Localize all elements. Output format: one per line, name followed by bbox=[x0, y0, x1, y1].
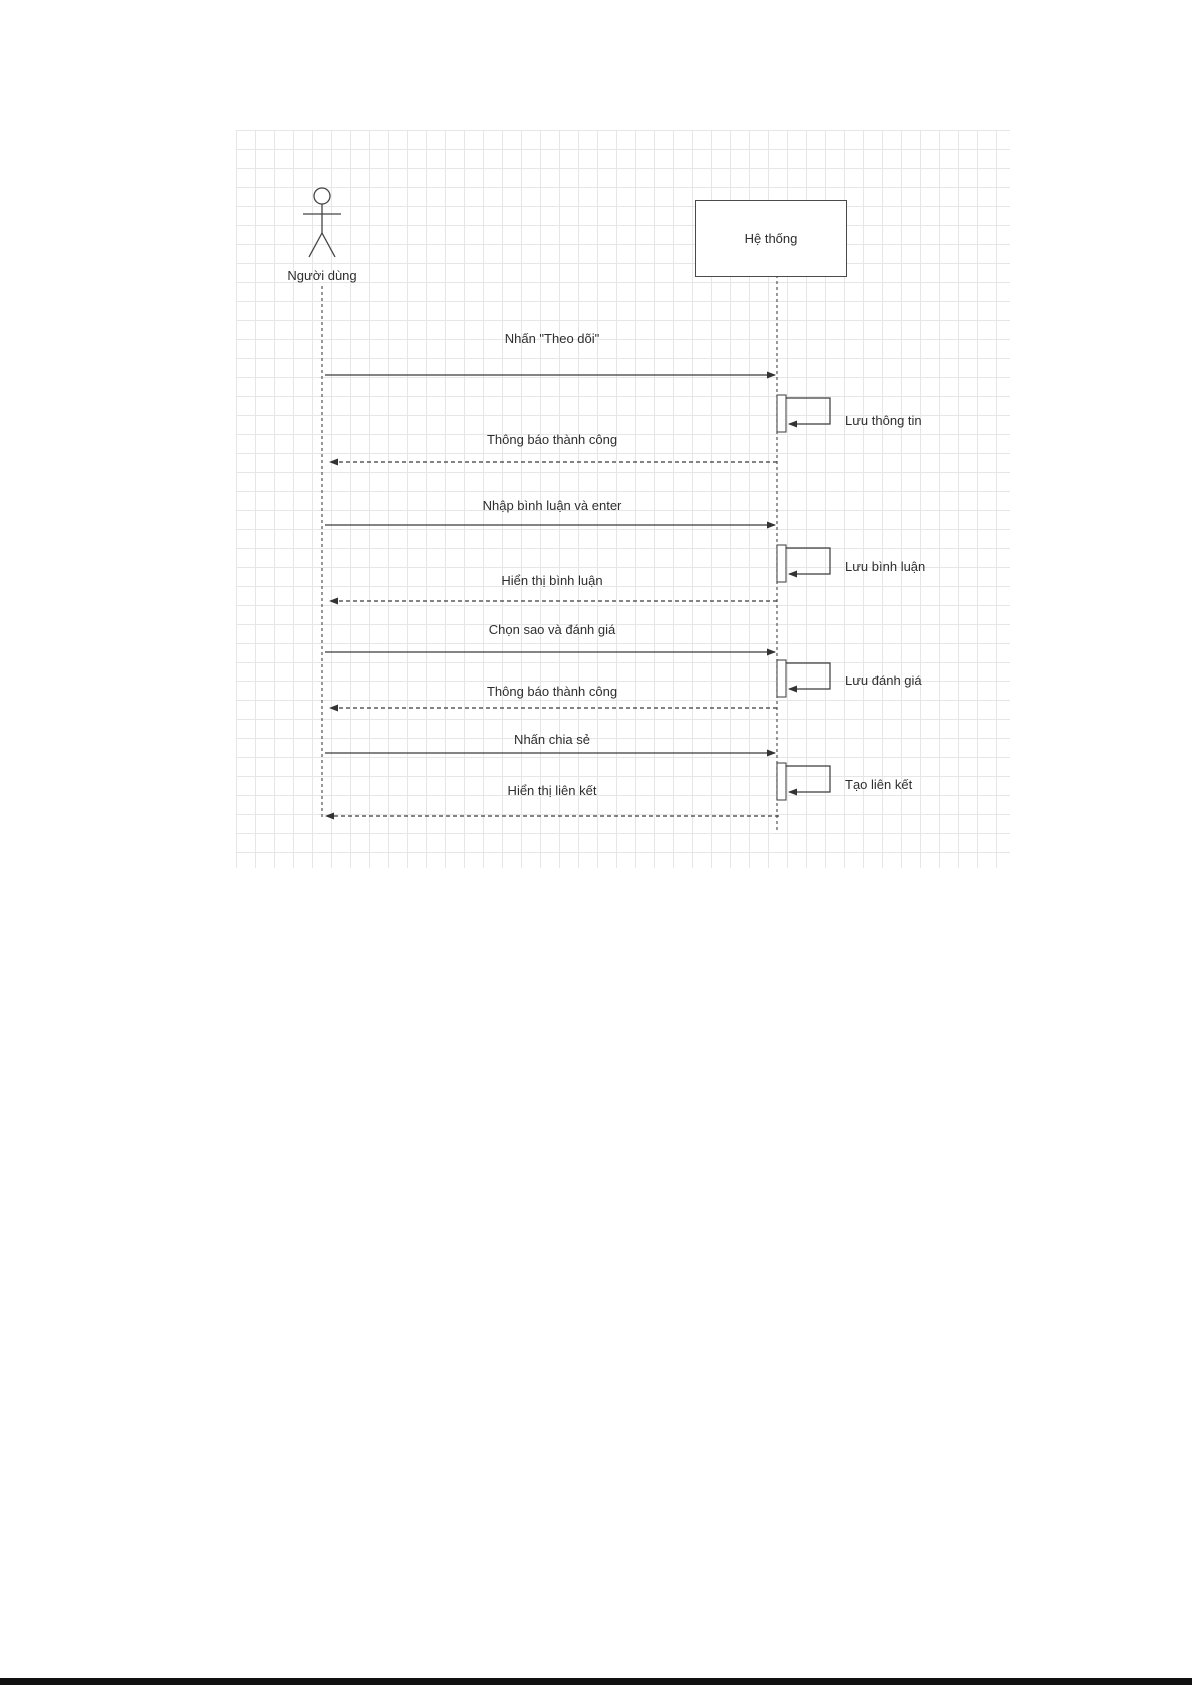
activation-bar bbox=[776, 544, 787, 583]
self-call-loops bbox=[786, 397, 831, 796]
activation-bars bbox=[776, 394, 787, 801]
return-arrows bbox=[325, 458, 779, 820]
selfcall-label-create-link: Tạo liên kết bbox=[845, 777, 913, 792]
actor-label: Người dùng bbox=[287, 268, 357, 283]
actor-figure bbox=[303, 187, 341, 258]
self-loop-save-rating bbox=[786, 662, 831, 693]
activation-bar bbox=[776, 762, 787, 801]
self-loop-save-info bbox=[786, 397, 831, 428]
actor-leg-right bbox=[321, 232, 336, 258]
message-label-success-1: Thông báo thành công bbox=[486, 432, 618, 447]
selfcall-label-save-comment: Lưu bình luận bbox=[845, 559, 926, 574]
message-label-show-link: Hiển thị liên kết bbox=[507, 783, 597, 798]
activation-bar bbox=[776, 394, 787, 433]
message-label-success-2: Thông báo thành công bbox=[486, 684, 618, 699]
selfcall-label-save-rating: Lưu đánh giá bbox=[845, 673, 922, 688]
self-loop-create-link bbox=[786, 765, 831, 796]
actor-head bbox=[313, 187, 331, 205]
activation-bar bbox=[776, 659, 787, 698]
message-label-show-comment: Hiển thị bình luận bbox=[501, 573, 603, 588]
message-label-comment: Nhập bình luận và enter bbox=[482, 498, 622, 513]
bottom-bar bbox=[0, 1678, 1192, 1685]
grid-background bbox=[236, 130, 1010, 868]
system-lifeline-head: Hệ thống bbox=[695, 200, 847, 277]
message-label-rate: Chọn sao và đánh giá bbox=[488, 622, 616, 637]
self-loop-save-comment bbox=[786, 547, 831, 578]
selfcall-label-save-info: Lưu thông tin bbox=[845, 413, 922, 428]
call-arrows bbox=[325, 371, 776, 757]
system-label: Hệ thống bbox=[744, 231, 798, 246]
message-label-follow: Nhấn "Theo dõi" bbox=[504, 331, 600, 346]
actor-leg-left bbox=[308, 232, 323, 258]
message-label-share: Nhấn chia sẻ bbox=[514, 732, 590, 747]
